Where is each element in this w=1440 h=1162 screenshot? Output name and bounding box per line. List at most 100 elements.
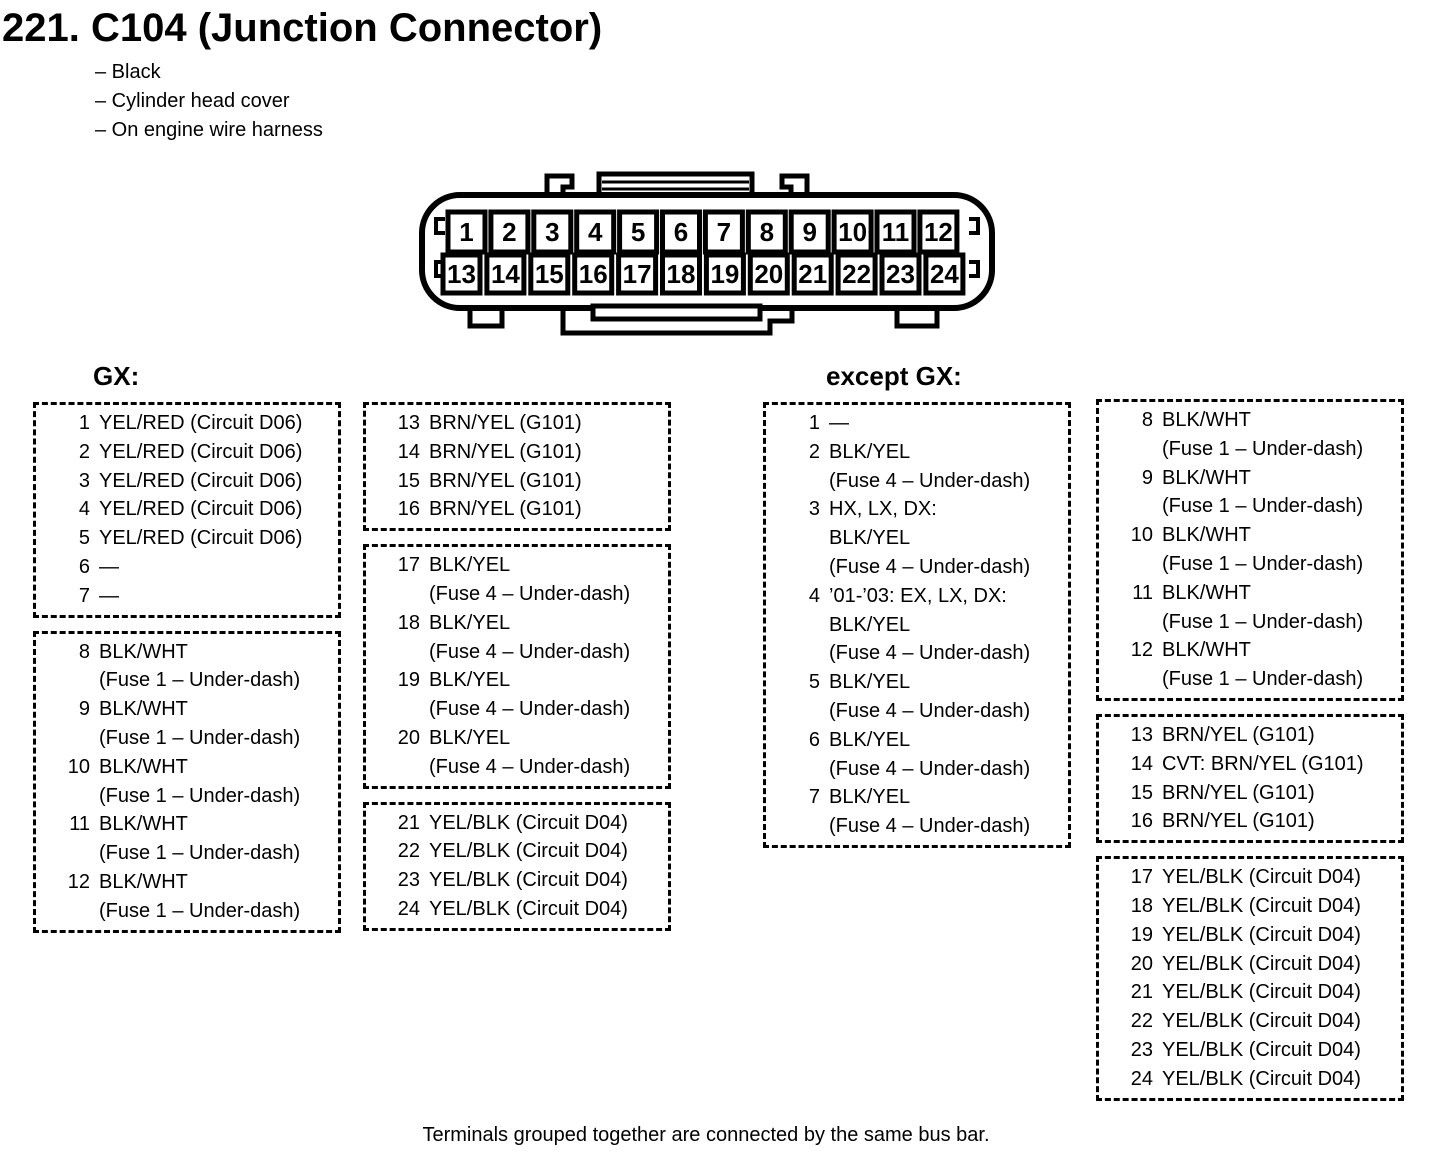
wire-line: YEL/BLK (Circuit D04): [429, 840, 628, 863]
pin-number: 5: [78, 527, 90, 550]
top-key-tab-right: [779, 173, 810, 197]
pin-number: 20: [397, 726, 420, 749]
pin-wire-description: YEL/BLK (Circuit D04): [1162, 863, 1395, 892]
top-key-tab-left: [544, 173, 575, 197]
pin-wire-description: BLK/YEL(Fuse 4 – Under-dash): [429, 609, 662, 667]
pin-wire-description: YEL/BLK (Circuit D04): [1162, 1065, 1395, 1094]
pin-entry: 16 BRN/YEL (G101): [1109, 807, 1395, 836]
pin-wire-description: BRN/YEL (G101): [429, 409, 662, 438]
pin-entry: 1—: [776, 409, 1062, 438]
connector-title: C104 (Junction Connector): [91, 6, 603, 50]
wire-line: (Fuse 1 – Under-dash): [1162, 437, 1364, 460]
pin-cell-number: 20: [754, 259, 783, 289]
pin-wire-description: YEL/BLK (Circuit D04): [1162, 892, 1395, 921]
wire-line: BRN/YEL (G101): [1162, 723, 1315, 746]
section-number: 221.: [2, 6, 80, 50]
pin-cell: [747, 252, 790, 296]
pin-wire-description: BLK/WHT(Fuse 1 – Under-dash): [1162, 521, 1395, 579]
pin-cell-number: 17: [623, 259, 652, 289]
pin-number: 14: [1130, 752, 1153, 775]
detail-line: – On engine wire harness: [95, 119, 323, 141]
pin-cell: [874, 209, 917, 255]
pin-wire-description: BRN/YEL (G101): [429, 495, 662, 524]
pin-number: 10: [1130, 524, 1153, 547]
pin-number: 12: [67, 870, 90, 893]
pin-wire-description: YEL/BLK (Circuit D04): [1162, 950, 1395, 979]
wire-line: YEL/BLK (Circuit D04): [1162, 1038, 1361, 1061]
wire-line: YEL/BLK (Circuit D04): [1162, 981, 1361, 1004]
section-label-gx: GX:: [93, 361, 140, 391]
wire-line: BLK/WHT: [99, 698, 188, 721]
pin-cell-number: 18: [667, 259, 696, 289]
pin-wire-description: BRN/YEL (G101): [429, 467, 662, 496]
pin-wire-description: YEL/BLK (Circuit D04): [429, 809, 662, 838]
pin-number: 18: [1130, 894, 1153, 917]
pin-number: 2: [78, 440, 90, 463]
pin-number: 12: [1130, 639, 1153, 662]
wire-line: BLK/WHT: [99, 755, 188, 778]
pin-entry: 4’01-’03: EX, LX, DX:BLK/YEL(Fuse 4 – Un…: [776, 582, 1062, 668]
wire-line: BLK/YEL: [429, 726, 511, 749]
pin-number: 3: [78, 469, 90, 492]
pin-wire-description: BLK/WHT(Fuse 1 – Under-dash): [99, 810, 332, 868]
detail-line: – Black: [95, 61, 161, 83]
pin-cell-number: 9: [802, 217, 816, 247]
wire-line: BLK/WHT: [99, 870, 188, 893]
pin-entry: 13 BRN/YEL (G101): [376, 409, 662, 438]
pin-wire-description: BLK/WHT(Fuse 1 – Under-dash): [1162, 579, 1395, 637]
pin-wire-description: YEL/RED (Circuit D06): [99, 467, 332, 496]
pin-cell: [572, 252, 615, 296]
pin-wire-description: BLK/WHT(Fuse 1 – Under-dash): [1162, 406, 1395, 464]
pin-cell: [440, 252, 483, 296]
pin-cell-number: 4: [588, 217, 603, 247]
pin-cell-number: 23: [886, 259, 915, 289]
wire-line: BRN/YEL (G101): [1162, 810, 1315, 833]
connector-details: – Black – Cylinder head cover – On engin…: [95, 58, 323, 145]
wire-line: HX, LX, DX:: [829, 498, 937, 521]
pin-number: 18: [397, 611, 420, 634]
pin-wire-description: YEL/BLK (Circuit D04): [429, 895, 662, 924]
pin-cell-number: 12: [924, 217, 953, 247]
pin-entry: 6—: [46, 553, 332, 582]
pin-number: 16: [1130, 810, 1153, 833]
pin-cell: [923, 252, 966, 296]
pin-cell: [617, 209, 660, 255]
pin-number: 17: [1130, 866, 1153, 889]
pin-number: 5: [808, 671, 820, 694]
wire-line: (Fuse 1 – Under-dash): [1162, 668, 1364, 691]
pin-cell-number: 10: [838, 217, 867, 247]
wire-line: YEL/BLK (Circuit D04): [429, 869, 628, 892]
detail-line: – Cylinder head cover: [95, 90, 290, 112]
pin-number: 13: [397, 412, 420, 434]
wire-line: YEL/BLK (Circuit D04): [429, 811, 628, 834]
pin-cell: [831, 209, 874, 255]
pin-wire-description: YEL/BLK (Circuit D04): [1162, 921, 1395, 950]
pin-number: 3: [808, 498, 820, 521]
pin-cell: [745, 209, 788, 255]
wire-line: BLK/YEL: [829, 613, 911, 636]
wire-line: BLK/YEL: [429, 669, 511, 692]
wire-line: —: [99, 584, 119, 607]
pin-wire-description: BLK/YEL (Fuse 4 – Under-dash): [429, 666, 662, 724]
wire-line: (Fuse 4 – Under-dash): [429, 698, 631, 721]
wire-line: (Fuse 1 – Under-dash): [99, 669, 301, 692]
pin-wire-description: BLK/WHT(Fuse 1 – Under-dash): [1162, 464, 1395, 522]
pin-wire-description: BLK/YEL(Fuse 4 – Under-dash): [829, 726, 1062, 784]
pin-number: 21: [1130, 981, 1153, 1004]
